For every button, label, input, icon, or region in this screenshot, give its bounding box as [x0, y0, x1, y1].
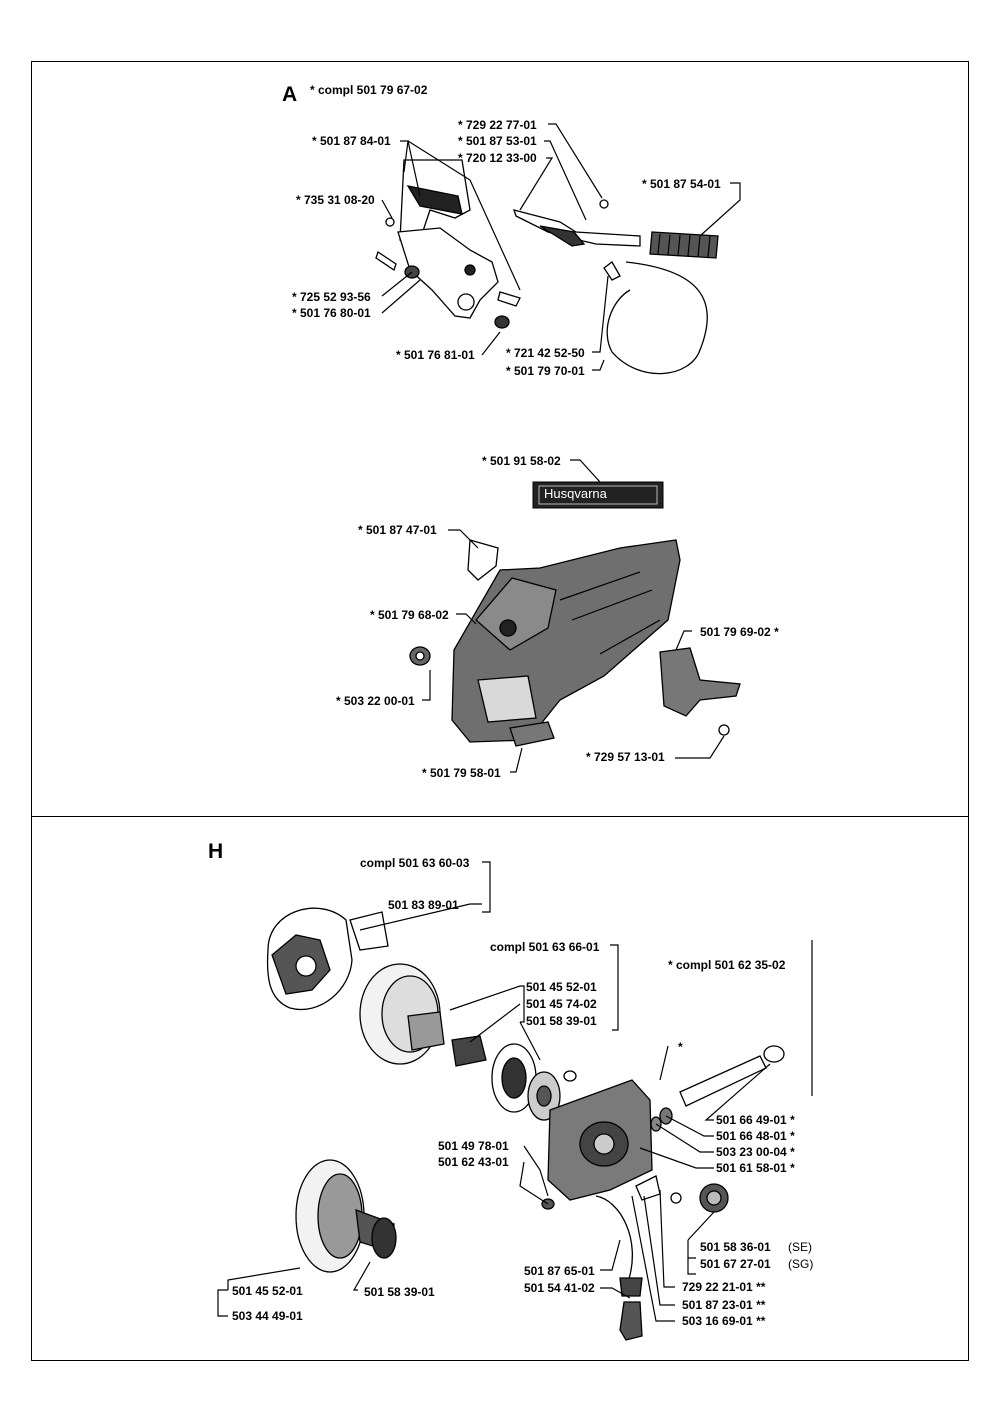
label-se: (SE) [788, 1240, 812, 1254]
label-501-61-58-01: 501 61 58-01 * [716, 1161, 795, 1175]
label-501-79-68-02: * 501 79 68-02 [370, 608, 449, 622]
label-503-22-00-01: * 503 22 00-01 [336, 694, 415, 708]
label-501-79-70-01: * 501 79 70-01 [506, 364, 585, 378]
label-501-49-78-01: 501 49 78-01 [438, 1139, 509, 1153]
section-a-leader-lines [381, 123, 741, 773]
cover-small-parts [409, 539, 741, 747]
clutch-cover-drawing [451, 539, 681, 743]
label-720-12-33-00: * 720 12 33-00 [458, 151, 537, 165]
label-compl-501-79-67-02: * compl 501 79 67-02 [310, 83, 428, 97]
label-501-83-89-01: 501 83 89-01 [388, 898, 459, 912]
husqvarna-decal-text: Husqvarna [544, 486, 607, 501]
chain-brake-guard-drawing [397, 159, 499, 319]
section-a-letter: A [282, 83, 298, 106]
label-735-31-08-20: * 735 31 08-20 [296, 193, 375, 207]
label-729-57-13-01: * 729 57 13-01 [586, 750, 665, 764]
label-729-22-21-01: 729 22 21-01 ** [682, 1280, 766, 1294]
label-501-45-52-01-a: 501 45 52-01 [526, 980, 597, 994]
label-501-66-48-01: 501 66 48-01 * [716, 1129, 795, 1143]
rim-sprocket-drawing [491, 1043, 561, 1121]
label-501-45-52-01-b: 501 45 52-01 [232, 1284, 303, 1298]
label-501-79-69-02: 501 79 69-02 * [700, 625, 779, 639]
section-h-panel [31, 816, 969, 1361]
oil-pump-housing-drawing [541, 1070, 653, 1210]
husqvarna-decal [532, 481, 664, 509]
section-h-letter: H [208, 840, 224, 863]
label-501-87-84-01: * 501 87 84-01 [312, 134, 391, 148]
label-501-87-23-01: 501 87 23-01 ** [682, 1298, 766, 1312]
label-501-87-47-01: * 501 87 47-01 [358, 523, 437, 537]
label-compl-501-63-66-01: compl 501 63 66-01 [490, 940, 600, 954]
label-501-87-53-01: * 501 87 53-01 [458, 134, 537, 148]
clutch-shoes-drawing [266, 907, 389, 1011]
label-501-62-43-01: 501 62 43-01 [438, 1155, 509, 1169]
label-501-87-54-01: * 501 87 54-01 [642, 177, 721, 191]
label-501-58-36-01: 501 58 36-01 [700, 1240, 771, 1254]
label-725-52-93-56: * 725 52 93-56 [292, 290, 371, 304]
label-asterisk: * [678, 1040, 683, 1054]
label-503-16-69-01: 503 16 69-01 ** [682, 1314, 766, 1328]
label-501-66-49-01: 501 66 49-01 * [716, 1113, 795, 1127]
label-compl-501-62-35-02: * compl 501 62 35-02 [668, 958, 786, 972]
label-501-58-39-01-b: 501 58 39-01 [364, 1285, 435, 1299]
label-503-23-00-04: 503 23 00-04 * [716, 1145, 795, 1159]
label-sg: (SG) [788, 1257, 814, 1271]
pump-piston-drawing [650, 1045, 785, 1213]
label-501-87-65-01: 501 87 65-01 [524, 1264, 595, 1278]
alt-clutch-drum-drawing [295, 1159, 397, 1273]
section-h-leader-lines [217, 861, 813, 1322]
label-503-44-49-01: 503 44 49-01 [232, 1309, 303, 1323]
label-501-91-58-02: * 501 91 58-02 [482, 454, 561, 468]
label-501-76-81-01: * 501 76 81-01 [396, 348, 475, 362]
brake-band-drawing [603, 261, 708, 375]
brake-spring-bolts [375, 217, 521, 329]
label-501-45-74-02: 501 45 74-02 [526, 997, 597, 1011]
label-721-42-52-50: * 721 42 52-50 [506, 346, 585, 360]
brake-lever-drawing [513, 199, 719, 259]
oil-hose-drawing [595, 1175, 682, 1341]
clutch-drum-drawing [359, 963, 487, 1067]
label-501-67-27-01: 501 67 27-01 [700, 1257, 771, 1271]
label-501-54-41-02: 501 54 41-02 [524, 1281, 595, 1295]
label-501-76-80-01: * 501 76 80-01 [292, 306, 371, 320]
label-501-79-58-01: * 501 79 58-01 [422, 766, 501, 780]
label-501-58-39-01-a: 501 58 39-01 [526, 1014, 597, 1028]
label-729-22-77-01: * 729 22 77-01 [458, 118, 537, 132]
label-compl-501-63-60-03: compl 501 63 60-03 [360, 856, 470, 870]
